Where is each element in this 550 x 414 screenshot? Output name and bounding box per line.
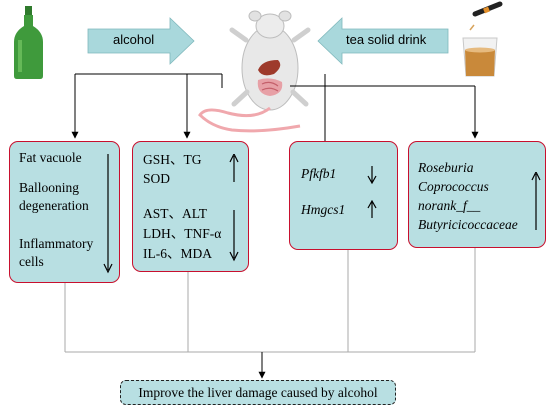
histology-line: cells xyxy=(19,254,44,269)
histology-line: Inflammatory xyxy=(19,236,94,251)
biochem-up-line: SOD xyxy=(143,171,171,186)
histology-line: degeneration xyxy=(19,198,89,213)
gene-name: Pfkfb1 xyxy=(301,166,337,181)
conclusion-box: Improve the liver damage caused by alcoh… xyxy=(120,380,396,405)
microbe-name: Coprococcus xyxy=(418,179,489,194)
gut-microbiota-box: Roseburia Coprococcus norank_f__ Butyric… xyxy=(408,141,546,248)
histology-down-arrow-icon xyxy=(103,154,113,274)
green-bottle-icon xyxy=(14,6,43,79)
tea-solid-drink-label: tea solid drink xyxy=(346,32,427,47)
top-connector-lines xyxy=(71,73,479,149)
gene-name: Hmgcs1 xyxy=(301,202,346,217)
histology-box: Fat vacuole Ballooning degeneration Infl… xyxy=(9,141,120,283)
microbe-up-arrow-icon xyxy=(531,172,541,230)
histology-line: Fat vacuole xyxy=(19,150,82,165)
biochem-down-line: AST、ALT xyxy=(143,206,208,221)
alcohol-block-arrow xyxy=(87,17,195,65)
microbe-name: norank_f__ xyxy=(418,198,481,213)
microbe-name: Butyricicoccaceae xyxy=(418,217,518,232)
biochemical-indicators-box: GSH、TG SOD AST、ALT LDH、TNF-α IL-6、MDA xyxy=(132,141,249,272)
biochem-down-arrow-icon xyxy=(229,210,239,262)
tea-block-arrow xyxy=(317,17,449,65)
bottom-connector-lines xyxy=(64,247,476,353)
alcohol-label: alcohol xyxy=(113,32,155,47)
tea-drink-cup-icon xyxy=(462,1,503,77)
biochem-down-line: LDH、TNF-α xyxy=(143,226,222,241)
gene-up-arrow-icon xyxy=(367,200,377,218)
mouse-with-organs-icon xyxy=(198,10,311,133)
gene-expression-box: Pfkfb1 Hmgcs1 xyxy=(289,141,398,250)
biochem-up-arrow-icon xyxy=(229,154,239,182)
biochem-down-line: IL-6、MDA xyxy=(143,246,212,261)
gene-down-arrow-icon xyxy=(367,166,377,184)
biochem-up-line: GSH、TG xyxy=(143,152,202,167)
histology-line: Ballooning xyxy=(19,180,79,195)
microbe-name: Roseburia xyxy=(418,160,474,175)
